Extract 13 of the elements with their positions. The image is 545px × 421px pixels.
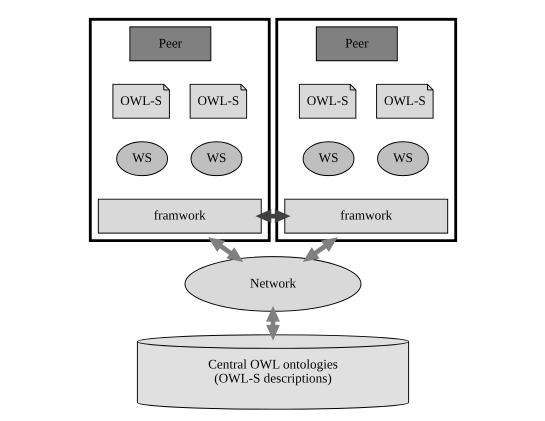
node-ellipse: WS [376,141,428,176]
arrow [208,237,243,262]
node-box: framwork [284,198,448,234]
node-ellipse: Network [184,256,362,312]
node-box: Peer [315,26,398,62]
arrow [266,306,280,341]
node-ellipse: WS [190,141,242,176]
node-box: framwork [97,198,262,234]
arrow [254,209,290,224]
node-ellipse: WS [302,141,354,176]
arrow [302,237,338,262]
node-ellipse: WS [116,141,168,176]
node-box: Peer [128,26,211,62]
